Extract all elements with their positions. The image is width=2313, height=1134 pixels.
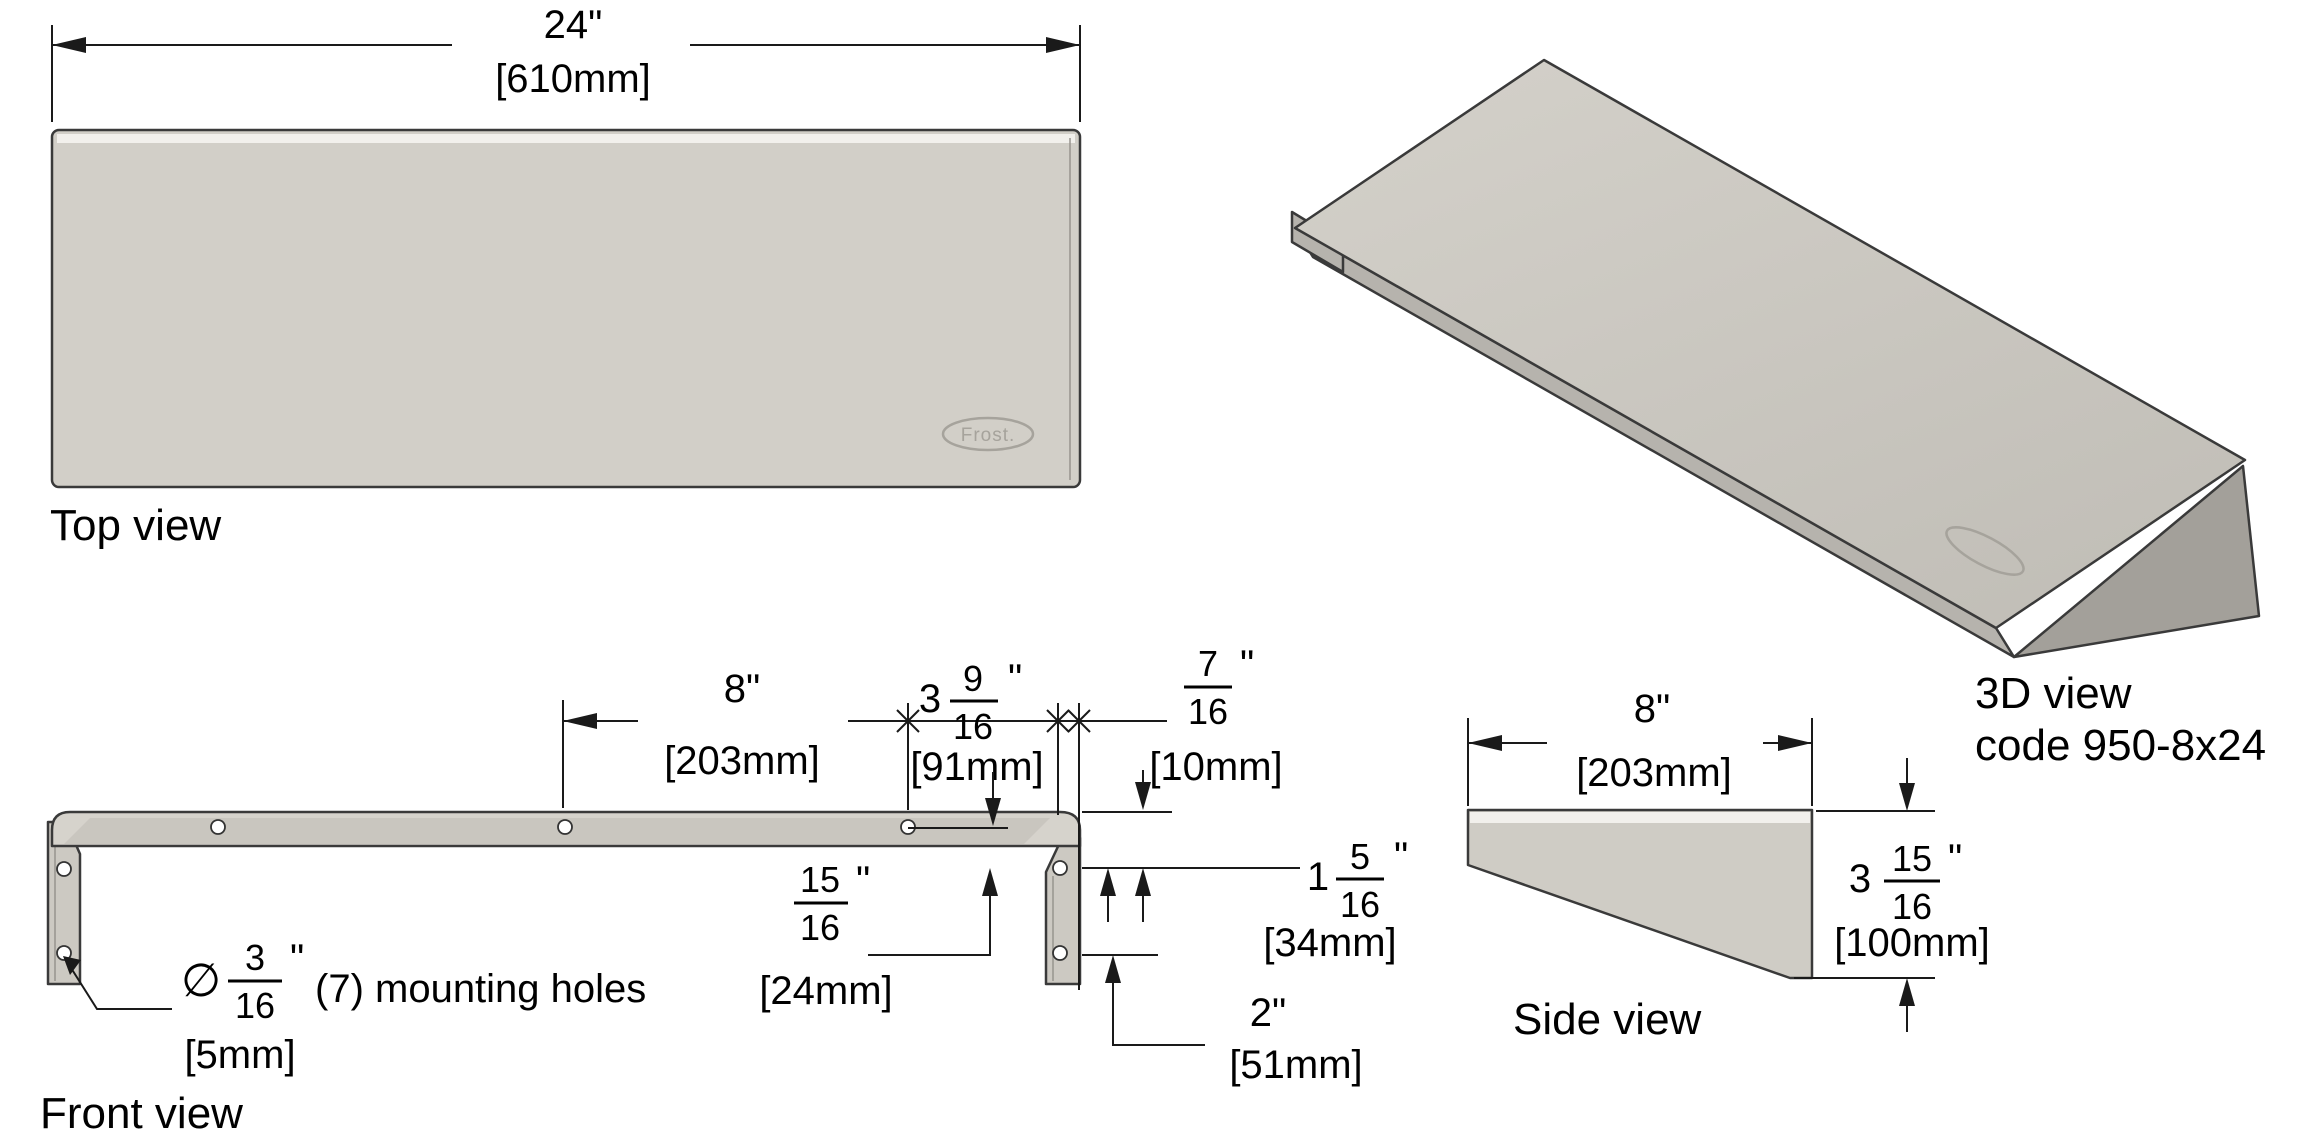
side-view-top-highlight bbox=[1470, 812, 1810, 823]
dim-10mm: [10mm] bbox=[1149, 745, 1282, 789]
mounting-hole bbox=[210, 819, 226, 835]
arrowhead-up bbox=[1105, 955, 1121, 983]
leader bbox=[65, 959, 172, 1010]
frac-den: 16 bbox=[235, 985, 275, 1026]
product-code: code 950-8x24 bbox=[1975, 721, 2266, 770]
frac-unit: " bbox=[290, 937, 304, 981]
arrowhead-right bbox=[1778, 735, 1812, 751]
front-shelf-bar-face bbox=[64, 818, 1050, 844]
dim-15-16: 15 16 " [24mm] bbox=[759, 859, 998, 1013]
frac-den: 16 bbox=[1340, 884, 1380, 925]
frac-unit: " bbox=[856, 859, 870, 903]
dim-2in: 2" [51mm] bbox=[1082, 954, 1363, 1087]
frac-den: 16 bbox=[953, 706, 993, 747]
cross-ticks bbox=[896, 709, 1091, 733]
dim-overall-width: 24" [610mm] bbox=[51, 3, 1081, 122]
dim-2in-text: 2" bbox=[1250, 991, 1286, 1035]
leader bbox=[1112, 981, 1205, 1046]
arrowhead-left bbox=[52, 37, 86, 53]
three-d-view-label: 3D view bbox=[1975, 669, 2132, 718]
mounting-hole bbox=[557, 819, 573, 835]
arrowhead-right bbox=[1046, 37, 1080, 53]
mounting-hole bbox=[1052, 945, 1068, 961]
dim-3-9-16: 3 9 16 " [91mm] bbox=[908, 657, 1044, 829]
front-view-label: Front view bbox=[40, 1089, 243, 1134]
frost-logo-text: Frost. bbox=[961, 425, 1016, 446]
front-view: Front view bbox=[40, 810, 1082, 1134]
3d-top-surface bbox=[1293, 58, 2247, 630]
frac-whole: 3 bbox=[919, 677, 941, 721]
arrowhead-up bbox=[1899, 978, 1915, 1006]
front-right-bracket bbox=[1044, 836, 1082, 986]
front-view-dimensions: 8" [203mm] 3 9 16 " [91mm] 7 16 " [10mm] bbox=[63, 643, 1408, 1087]
callout-mounting-holes: ∅ 3 16 " (7) mounting holes [5mm] bbox=[63, 937, 646, 1077]
frost-logo-oval bbox=[941, 416, 1035, 452]
top-view-label: Top view bbox=[50, 501, 221, 550]
side-view-label: Side view bbox=[1513, 995, 1702, 1044]
frac-den: 16 bbox=[1892, 886, 1932, 927]
mounting-hole bbox=[56, 945, 72, 961]
arrowhead bbox=[563, 713, 597, 729]
frac-num: 15 bbox=[1892, 838, 1932, 879]
leader bbox=[868, 894, 991, 956]
frac-num: 5 bbox=[1350, 836, 1370, 877]
top-view-panel bbox=[50, 128, 1082, 489]
dim-51mm: [51mm] bbox=[1229, 1043, 1362, 1087]
frac-unit: " bbox=[1948, 837, 1962, 881]
dim-610mm: [610mm] bbox=[495, 57, 651, 101]
mounting-note: (7) mounting holes bbox=[315, 967, 646, 1011]
three-d-view: 3D view code 950-8x24 bbox=[1290, 58, 2266, 770]
dim-24mm: [24mm] bbox=[759, 969, 892, 1013]
dim-5mm: [5mm] bbox=[184, 1033, 295, 1077]
dim-8in-side: 8" bbox=[1634, 687, 1670, 731]
frac-num: 9 bbox=[963, 658, 983, 699]
dim-34mm: [34mm] bbox=[1263, 921, 1396, 965]
frac-whole: 1 bbox=[1307, 855, 1329, 899]
3d-right-bracket bbox=[2012, 464, 2261, 659]
dim-203mm-side: [203mm] bbox=[1576, 751, 1732, 795]
arrowhead-down bbox=[1135, 782, 1151, 810]
frac-den: 16 bbox=[800, 907, 840, 948]
arrowhead-up bbox=[982, 868, 998, 896]
mounting-hole bbox=[1052, 860, 1068, 876]
dim-8in-front: 8" bbox=[724, 667, 760, 711]
dim-3-15-16: 3 15 16 " [100mm] bbox=[1834, 837, 1990, 965]
dim-91mm: [91mm] bbox=[910, 745, 1043, 789]
frac-unit: " bbox=[1240, 643, 1254, 687]
frac-unit: " bbox=[1394, 835, 1408, 879]
frac-whole: 3 bbox=[1849, 857, 1871, 901]
arrowhead-up bbox=[1135, 868, 1151, 896]
mounting-hole bbox=[56, 861, 72, 877]
dim-7-16: 7 16 " [10mm] bbox=[1082, 643, 1283, 813]
arrowhead-down bbox=[1899, 783, 1915, 811]
dim-203mm-front: [203mm] bbox=[664, 739, 820, 783]
frac-unit: " bbox=[1008, 657, 1022, 701]
frac-num: 15 bbox=[800, 859, 840, 900]
side-view: 8" [203mm] 3 15 16 " [100mm] Side view bbox=[1466, 687, 1990, 1044]
arrowhead-down bbox=[985, 798, 1001, 826]
frac-num: 3 bbox=[245, 937, 265, 978]
side-view-profile bbox=[1466, 808, 1814, 980]
dim-100mm: [100mm] bbox=[1834, 921, 1990, 965]
diameter-symbol: ∅ bbox=[181, 954, 221, 1006]
frac-num: 7 bbox=[1198, 643, 1218, 684]
arrowhead-left bbox=[1468, 735, 1502, 751]
top-view-top-highlight bbox=[57, 134, 1075, 143]
dim-1-5-16: 1 5 16 " [34mm] bbox=[1082, 835, 1408, 965]
arrowhead-up bbox=[1100, 868, 1116, 896]
frac-den: 16 bbox=[1188, 691, 1228, 732]
dim-24in: 24" bbox=[544, 3, 603, 47]
top-view: Frost. Top view bbox=[50, 128, 1082, 550]
frost-logo-oval-3d bbox=[1945, 526, 2025, 576]
